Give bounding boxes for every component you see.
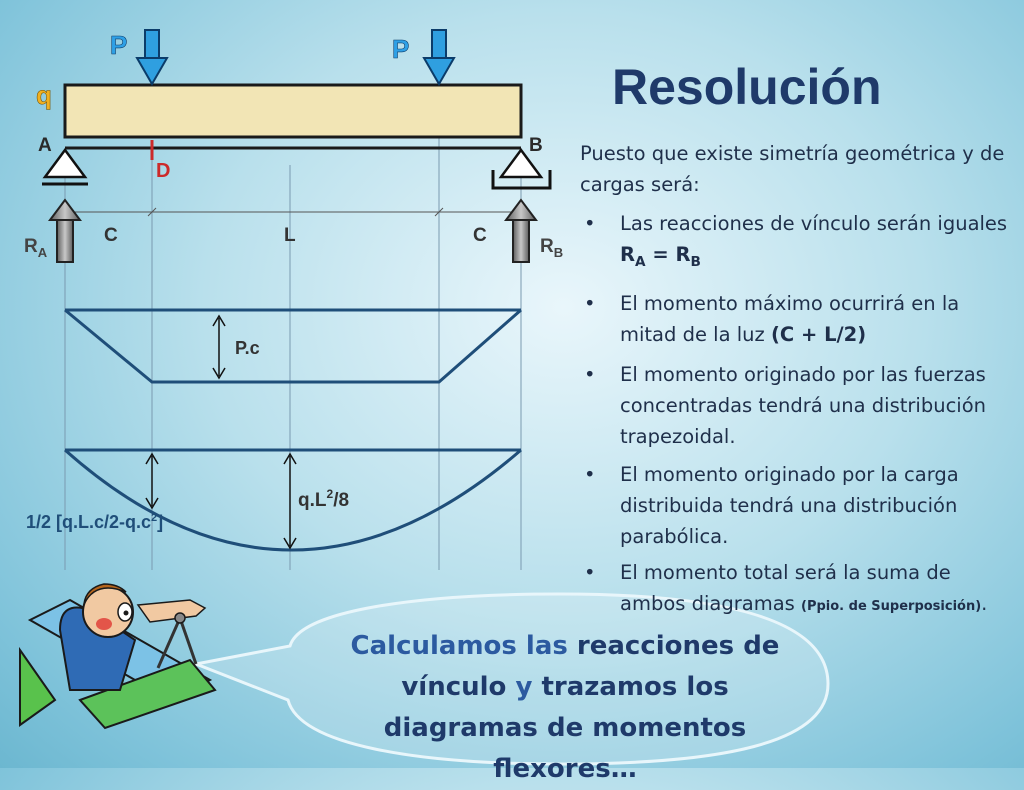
bullet-item-reactions: • Las reacciones de vínculo serán iguale… bbox=[580, 208, 1020, 278]
bullet-list: • Las reacciones de vínculo serán iguale… bbox=[580, 208, 1020, 622]
moment-diagram-trapezoidal bbox=[64, 308, 522, 384]
label-p-right: P bbox=[392, 34, 409, 64]
beam bbox=[63, 83, 523, 139]
bullet-item-superposition: • El momento total será la suma de ambos… bbox=[580, 557, 1020, 622]
label-ql2-8: q.L2/8 bbox=[298, 487, 349, 511]
slide: P P q A B D RA RB C L C P.c q.L2/8 1/2 [… bbox=[19, 29, 1020, 784]
label-c-left: C bbox=[104, 225, 118, 246]
bullet-dot: • bbox=[584, 362, 596, 386]
bullet-item-max-moment: • El momento máximo ocurrirá en la mitad… bbox=[580, 288, 1020, 350]
bullet-text: El momento originado por las fuerzas con… bbox=[620, 362, 986, 448]
label-d: D bbox=[156, 160, 170, 182]
beam-diagram: P P q A B D RA RB C L C P.c q.L2/8 1/2 [… bbox=[19, 29, 830, 766]
label-c-right: C bbox=[473, 225, 487, 246]
bullet-text: El momento total será la suma de ambos d… bbox=[620, 560, 951, 615]
label-ra: RA bbox=[24, 236, 48, 260]
max-moment-position: (C + L/2) bbox=[770, 322, 867, 346]
label-q: q bbox=[36, 80, 52, 110]
bullet-dot: • bbox=[584, 462, 596, 486]
bullet-dot: • bbox=[584, 560, 596, 584]
load-arrow-left bbox=[135, 29, 169, 87]
slide-title: Resolución bbox=[612, 59, 882, 115]
support-a bbox=[42, 147, 88, 186]
reaction-equality: RA = RB bbox=[620, 243, 701, 270]
engineer-illustration bbox=[19, 583, 217, 730]
label-a: A bbox=[38, 135, 52, 156]
load-arrow-right bbox=[422, 29, 456, 87]
reaction-arrow-a bbox=[48, 198, 82, 263]
bullet-text: El momento originado por la carga distri… bbox=[620, 462, 959, 548]
label-pc: P.c bbox=[235, 338, 260, 358]
bullet-text: El momento máximo ocurrirá en la mitad d… bbox=[620, 291, 960, 346]
bullet-item-trapezoidal: • El momento originado por las fuerzas c… bbox=[580, 359, 1020, 452]
bullet-item-parabolic: • El momento originado por la carga dist… bbox=[580, 459, 1020, 552]
bullet-text: Las reacciones de vínculo serán iguales bbox=[620, 212, 1008, 235]
support-b bbox=[491, 147, 552, 190]
label-p-left: P bbox=[110, 30, 127, 60]
dimension-line bbox=[65, 207, 521, 217]
speech-bubble bbox=[190, 592, 830, 766]
label-rb: RB bbox=[540, 236, 563, 260]
intro-text: Puesto que existe simetría geométrica y … bbox=[580, 142, 1005, 196]
reaction-arrow-b bbox=[504, 198, 538, 263]
reference-lines bbox=[64, 90, 522, 570]
bubble-text: Calculamos las reacciones de vínculo y t… bbox=[350, 631, 780, 784]
bullet-dot: • bbox=[584, 212, 596, 235]
label-l: L bbox=[284, 225, 296, 246]
label-half-moment: 1/2 [q.L.c/2-q.c2] bbox=[26, 512, 163, 532]
bullet-dot: • bbox=[584, 291, 596, 315]
superposition-note: (Ppio. de Superposición) bbox=[801, 598, 982, 614]
moment-diagram-parabolic bbox=[64, 448, 522, 552]
label-b: B bbox=[529, 135, 543, 156]
